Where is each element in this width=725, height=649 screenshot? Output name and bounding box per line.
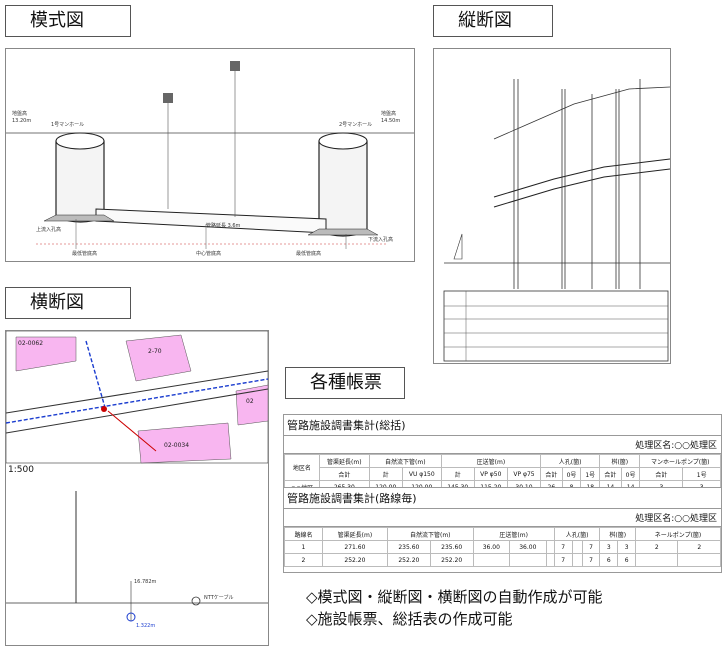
svg-text:02: 02 [246,398,254,405]
table2-area: 処理区名:○○処理区 [284,509,721,527]
section-title-schematic: 模式図 [5,5,131,37]
longitudinal-drawing [433,48,671,364]
table1-subheader: VU φ150 [401,467,442,481]
svg-text:16.782m: 16.782m [134,579,156,585]
svg-text:02-0062: 02-0062 [18,340,43,347]
table2-header: ネールポンプ(箇) [635,527,721,541]
table2-header: 管渠延長(m) [321,527,388,541]
schematic-svg: 地盤高 13.20m 地盤高 14.50m 1号マンホール 2号マンホール 上流… [6,61,414,257]
svg-text:地盤高: 地盤高 [381,110,396,117]
svg-text:中心管底高: 中心管底高 [196,250,221,257]
section-title-forms: 各種帳票 [285,367,405,399]
table1-subheader: VP φ75 [506,467,542,481]
table1-header: 桝(箇) [599,454,641,468]
table1-title: 管路施設調書集計(総括) [284,415,721,436]
summary-table-route: 管路施設調書集計(路線毎) 処理区名:○○処理区 路線名 管渠延長(m) 自然流… [283,487,722,573]
table1-subheader: VP φ50 [473,467,508,481]
table2-header: 桝(箇) [599,527,637,541]
table2-header: 自然流下管(m) [386,527,474,541]
svg-text:最低管底高: 最低管底高 [296,250,321,257]
section-title-longitudinal: 縦断図 [433,5,553,37]
table1-header: 人孔(箇) [540,454,601,468]
table1-header: 自然流下管(m) [368,454,442,468]
table1-rowheader: 地区名 [284,454,320,481]
svg-text:13.20m: 13.20m [12,118,31,124]
section-title-cross: 横断図 [5,287,131,319]
caption-forms: ◇施設帳票、総括表の作成可能 [306,610,513,628]
svg-text:1.322m: 1.322m [136,623,155,629]
svg-text:上流入孔高: 上流入孔高 [36,226,61,233]
table1-subheader: 合計 [318,467,370,481]
table1-subheader: 合計 [599,467,622,481]
table1-header: 圧送管(m) [440,454,542,468]
longitudinal-svg [443,79,670,362]
table1-subheader: 計 [368,467,403,481]
table1-subheader: 計 [440,467,475,481]
parcel-a [15,336,77,372]
table1-subheader: 合計 [639,467,684,481]
table1-subheader: 0号 [620,467,641,481]
svg-text:地盤高: 地盤高 [12,110,27,117]
svg-text:02-0034: 02-0034 [164,442,189,449]
cross-section-drawing: 02-0062 2-70 02-0034 02 16.782m 1.322m N… [5,330,269,646]
table1-header: マンホールポンプ(箇) [639,454,721,468]
table-row: 2 252.20 252.20 252.20 7 7 6 6 [284,553,721,567]
table1-area: 処理区名:○○処理区 [284,436,721,454]
svg-text:1号マンホール: 1号マンホール [51,122,84,128]
scale-label: 1:500 [8,465,34,475]
table1-subheader: 0号 [561,467,582,481]
caption-auto-drawing: ◇模式図・縦断図・横断図の自動作成が可能 [306,588,603,606]
manhole-columns [513,79,641,289]
profile-table [443,290,669,362]
label-icon [230,61,240,71]
table2-header: 圧送管(m) [472,527,555,541]
table1-subheader: 1号 [580,467,601,481]
svg-text:2-70: 2-70 [148,348,162,355]
table-row: 1 271.60 235.60 235.60 36.00 36.00 7 7 3… [284,540,721,554]
svg-text:最低管底高: 最低管底高 [72,250,97,257]
table1-header: 管渠延長(m) [318,454,370,468]
pipe-route [6,378,268,424]
cross-section-svg: 02-0062 2-70 02-0034 02 16.782m 1.322m N… [6,331,268,629]
table2-header: 人孔(箇) [553,527,601,541]
label-icon [163,93,173,103]
svg-text:2号マンホール: 2号マンホール [339,122,372,128]
schematic-drawing: 地盤高 13.20m 地盤高 14.50m 1号マンホール 2号マンホール 上流… [5,48,415,262]
svg-text:14.50m: 14.50m [381,118,400,124]
parcel-d [235,384,268,426]
table2-grid: 路線名 管渠延長(m) 自然流下管(m) 圧送管(m) 人孔(箇) 桝(箇) ネ… [284,527,721,567]
summary-table-total: 管路施設調書集計(総括) 処理区名:○○処理区 地区名 管渠延長(m) 自然流下… [283,414,722,494]
parcel-c [137,422,232,464]
table1-subheader: 合計 [540,467,563,481]
table2-title: 管路施設調書集計(路線毎) [284,488,721,509]
svg-text:NTTケーブル: NTTケーブル [204,594,233,601]
svg-text:下流入孔高: 下流入孔高 [368,236,393,243]
parcel-b [125,334,192,382]
svg-text:管路延長 3.6m: 管路延長 3.6m [206,222,241,229]
table1-subheader: 1号 [682,467,721,481]
section-point [101,406,107,412]
pipe [95,208,327,234]
table2-rowheader: 路線名 [284,527,323,541]
cable-icon [191,596,201,606]
